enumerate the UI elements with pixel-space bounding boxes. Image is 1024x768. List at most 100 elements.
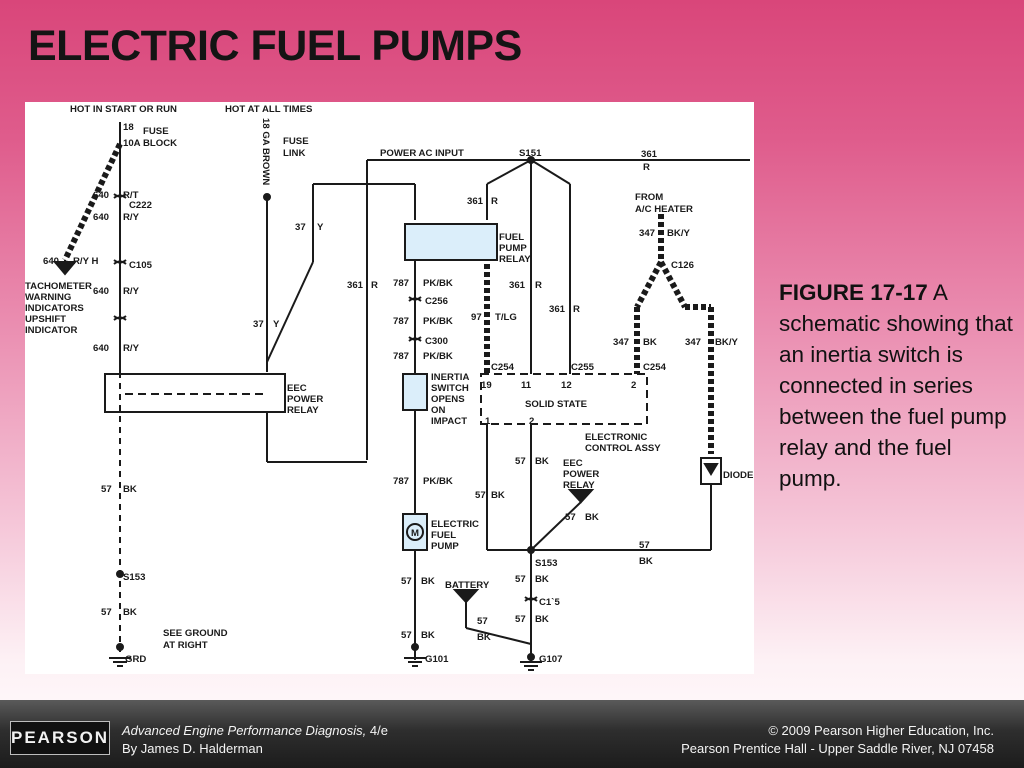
label-eca-1: ELECTRONIC <box>585 432 647 443</box>
label-57-bk-i: 57 <box>401 630 412 641</box>
label-361-r-2: 361 <box>347 280 364 291</box>
label-rt: R/T <box>123 190 139 201</box>
label-640-rt: 640 <box>93 190 109 201</box>
label-inertia-5: IMPACT <box>431 416 467 427</box>
label-787-pkbk-4: 787 <box>393 476 409 487</box>
label-eec2-2: POWER <box>563 469 599 480</box>
label-57-bk-b: 57 <box>475 490 486 501</box>
schematic-drawing: HOT IN START OR RUN HOT AT ALL TIMES 18 … <box>25 104 754 671</box>
label-37-y-1: 37 <box>295 222 306 233</box>
label-inertia-1: INERTIA <box>431 372 469 383</box>
label-361-r-3: 361 <box>509 280 526 291</box>
label-640-ryh: 640 <box>43 256 59 267</box>
figure-label: FIGURE 17-17 <box>779 280 928 305</box>
label-g107: G107 <box>539 654 562 665</box>
label-ry-3: R/Y <box>123 343 140 354</box>
label-57-bk-c: 57 <box>565 512 576 523</box>
label-347-bk: 347 <box>613 337 629 348</box>
label-ryh: R/Y H <box>73 256 98 267</box>
footer-copyright: © 2009 Pearson Higher Education, Inc. <box>768 723 994 738</box>
pearson-logo: PEARSON <box>10 721 110 755</box>
label-bk-i: BK <box>421 630 435 641</box>
footer-bar: PEARSON Advanced Engine Performance Diag… <box>0 700 1024 768</box>
footer-book-title: Advanced Engine Performance Diagnosis, <box>122 723 367 738</box>
label-c222: C222 <box>129 200 152 211</box>
label-tlg: T/LG <box>495 312 517 323</box>
label-c300: C300 <box>425 336 448 347</box>
slide-title: ELECTRIC FUEL PUMPS <box>28 22 522 70</box>
label-from-1: FROM <box>635 192 663 203</box>
label-bk-b: BK <box>491 490 505 501</box>
label-pin-19: 19 <box>481 380 492 391</box>
label-r-4: R <box>573 304 580 315</box>
label-pkbk-2: PK/BK <box>423 316 453 327</box>
label-640-ry-1: 640 <box>93 212 109 223</box>
label-787-pkbk-2: 787 <box>393 316 409 327</box>
label-c15: C1`5 <box>539 597 560 608</box>
label-fuse-18: 18 <box>123 122 134 133</box>
label-r-2: R <box>371 280 378 291</box>
label-fuse-link-1: FUSE <box>283 136 309 147</box>
label-tacho-5: INDICATOR <box>25 325 77 336</box>
label-r-1: R <box>491 196 498 207</box>
label-57-bk-left: 57 <box>101 484 112 495</box>
label-c105: C105 <box>129 260 153 271</box>
label-inertia-2: SWITCH <box>431 383 469 394</box>
label-fuel-pump-relay-1: FUEL <box>499 232 524 243</box>
label-361-top: 361 <box>641 149 658 160</box>
label-ry-1: R/Y <box>123 212 140 223</box>
label-bk-left2: BK <box>123 607 137 618</box>
label-battery: BATTERY <box>445 580 490 591</box>
label-37-y-2: 37 <box>253 319 264 330</box>
label-pkbk-4: PK/BK <box>423 476 453 487</box>
label-fuel-pump-relay-3: RELAY <box>499 254 531 265</box>
label-bky: BK/Y <box>667 228 691 239</box>
wiring-schematic: HOT IN START OR RUN HOT AT ALL TIMES 18 … <box>25 102 754 674</box>
label-361-r-1: 361 <box>467 196 484 207</box>
label-s151: S151 <box>519 148 542 159</box>
label-r-top: R <box>643 162 650 173</box>
label-640-ry-2: 640 <box>93 286 109 297</box>
label-tacho-3: INDICATORS <box>25 303 84 314</box>
label-pin-2: 2 <box>631 380 636 391</box>
label-57-bk-d: 57 <box>639 540 650 551</box>
label-solid-state: SOLID STATE <box>525 399 588 410</box>
label-fuse-block-1: FUSE <box>143 126 169 137</box>
label-57-bk-left2: 57 <box>101 607 112 618</box>
label-57-bk-f: 57 <box>515 574 526 585</box>
label-fuse-10a: 10A <box>123 138 141 149</box>
label-pkbk-3: PK/BK <box>423 351 453 362</box>
label-pin-11: 11 <box>521 380 532 391</box>
label-57-bk-h: 57 <box>515 614 526 625</box>
label-g101: G101 <box>425 654 449 665</box>
label-ry-2: R/Y <box>123 286 140 297</box>
label-hot-in-start-or-run: HOT IN START OR RUN <box>70 104 177 115</box>
label-bk-g: BK <box>477 632 491 643</box>
label-eec-1: EEC <box>287 383 307 394</box>
label-efp-1: ELECTRIC <box>431 519 479 530</box>
label-pin-1b: 1 <box>485 416 491 427</box>
label-eec-3: RELAY <box>287 405 319 416</box>
label-y-2: Y <box>273 319 280 330</box>
label-97: 97 <box>471 312 482 323</box>
label-s153-left: S153 <box>123 572 145 583</box>
label-r-3: R <box>535 280 542 291</box>
label-bk-e: BK <box>421 576 435 587</box>
label-bk-c: BK <box>585 512 599 523</box>
label-eec2-1: EEC <box>563 458 583 469</box>
label-bk-f: BK <box>535 574 549 585</box>
label-tacho-1: TACHOMETER <box>25 281 92 292</box>
label-tacho-4: UPSHIFT <box>25 314 66 325</box>
label-see-ground-1: SEE GROUND <box>163 628 228 639</box>
label-bk-d: BK <box>639 556 653 567</box>
label-bky-2: BK/Y <box>715 337 739 348</box>
label-efp-2: FUEL <box>431 530 456 541</box>
label-y-1: Y <box>317 222 324 233</box>
label-from-2: A/C HEATER <box>635 204 693 215</box>
label-c254-a: C254 <box>491 362 515 373</box>
footer-book-info: Advanced Engine Performance Diagnosis, 4… <box>122 722 388 758</box>
label-bk-left: BK <box>123 484 137 495</box>
label-eec-2: POWER <box>287 394 323 405</box>
label-fuse-block-2: BLOCK <box>143 138 177 149</box>
label-18-ga-brown: 18 GA BROWN <box>260 118 271 185</box>
